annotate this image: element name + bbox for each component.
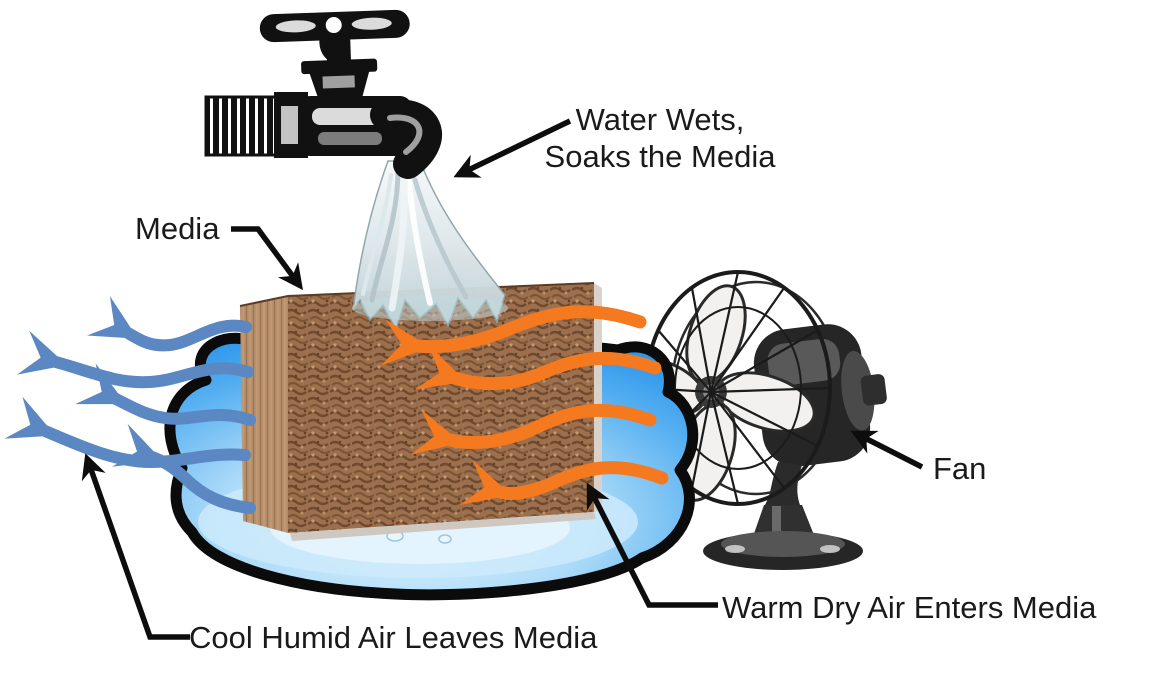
media-label-arrow <box>231 226 304 291</box>
cool-air-label-arrow <box>81 453 190 640</box>
warm-air-label-arrow <box>586 482 718 608</box>
water-wets-line1: Water Wets, <box>575 102 745 137</box>
faucet-icon <box>204 9 442 179</box>
cool-air-label: Cool Humid Air Leaves Media <box>189 620 598 655</box>
fan-label: Fan <box>933 451 987 486</box>
water-wets-label: Water Wets, Soaks the Media <box>534 101 786 175</box>
cool-air-arrows-icon <box>4 296 256 514</box>
water-label-arrow <box>453 118 572 178</box>
water-stream-icon <box>352 160 508 332</box>
media-label: Media <box>135 211 220 246</box>
warm-air-label: Warm Dry Air Enters Media <box>722 590 1097 625</box>
fan-label-arrow <box>850 430 924 470</box>
leader-arrows <box>81 118 924 640</box>
media-pad-icon <box>239 282 602 541</box>
water-wets-line2: Soaks the Media <box>544 139 776 174</box>
warm-air-arrows-icon <box>380 305 669 505</box>
